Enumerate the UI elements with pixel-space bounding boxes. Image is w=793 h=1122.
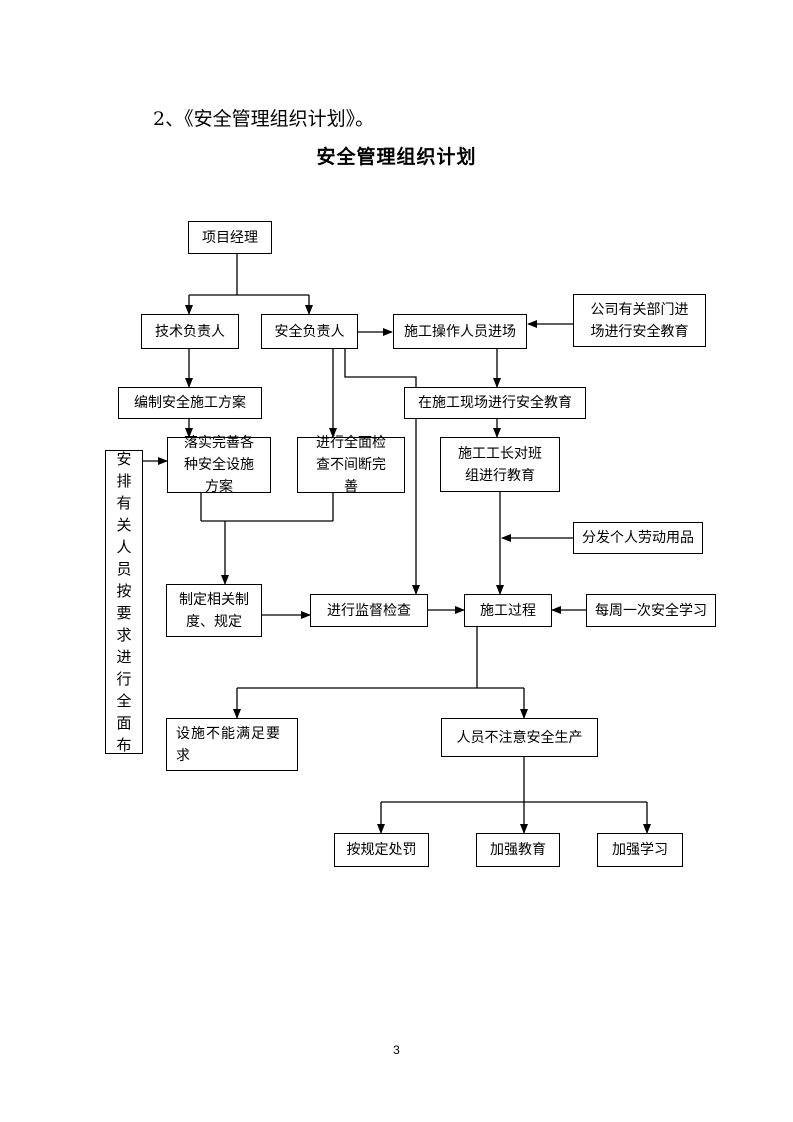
box-strengthen-education: 加强教育 xyxy=(476,833,560,867)
box-construction: 施工过程 xyxy=(464,594,552,627)
vertical-char: 全 xyxy=(116,692,132,710)
arrow xyxy=(344,349,420,595)
vertical-char: 行 xyxy=(116,670,132,688)
box-project-manager: 项目经理 xyxy=(188,221,272,254)
box-tech-lead: 技术负责人 xyxy=(141,314,239,349)
box-safety-lead: 安全负责人 xyxy=(261,314,358,349)
section-heading: 2、《安全管理组织计划》。 xyxy=(153,108,375,130)
box-strengthen-study: 加强学习 xyxy=(597,833,683,867)
box-staff-careless: 人员不注意安全生产 xyxy=(441,718,598,757)
box-company-dept: 公司有关部门进场进行安全教育 xyxy=(573,294,706,347)
box-arrange-staff: 安排有关人员按要求进行全面布 xyxy=(105,450,143,754)
box-safety-plan: 编制安全施工方案 xyxy=(118,387,262,419)
vertical-char: 关 xyxy=(116,516,132,534)
vertical-char: 有 xyxy=(116,494,132,512)
vertical-char: 求 xyxy=(116,626,132,644)
page-number: 3 xyxy=(393,1043,400,1057)
box-site-education: 在施工现场进行安全教育 xyxy=(404,387,586,419)
vertical-char: 要 xyxy=(116,604,132,622)
box-worker-entry: 施工操作人员进场 xyxy=(393,314,527,349)
vertical-char: 安 xyxy=(116,450,132,468)
box-regulations: 制定相关制度、规定 xyxy=(166,584,262,637)
vertical-char: 布 xyxy=(116,736,132,754)
vertical-char: 进 xyxy=(116,648,132,666)
vertical-char: 排 xyxy=(116,472,132,490)
page-title: 安全管理组织计划 xyxy=(316,146,477,168)
vertical-char: 员 xyxy=(116,560,132,578)
box-penalty: 按规定处罚 xyxy=(334,833,429,867)
vertical-char: 按 xyxy=(116,582,132,600)
box-foreman-education: 施工工长对班组进行教育 xyxy=(440,437,560,492)
box-ppe: 分发个人劳动用品 xyxy=(573,522,703,554)
box-supervision: 进行监督检查 xyxy=(310,594,428,627)
box-facilities-fail: 设施不能满足要求 xyxy=(166,718,298,771)
vertical-char: 面 xyxy=(116,714,132,732)
box-weekly-study: 每周一次安全学习 xyxy=(586,594,716,627)
box-full-inspection: 进行全面检查不间断完善 xyxy=(297,435,405,495)
vertical-char: 人 xyxy=(116,538,132,556)
box-implement-facilities: 落实完善各种安全设施方案 xyxy=(167,435,271,495)
